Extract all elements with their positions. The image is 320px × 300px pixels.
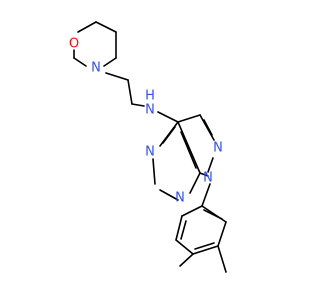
bond <box>181 205 203 217</box>
molecule-structure: O N N H N N N N <box>69 21 227 273</box>
pyrazole-n2-label: N <box>213 141 223 156</box>
bond <box>194 242 215 250</box>
bond <box>162 126 176 144</box>
pyrazole-n1-label: N <box>203 171 213 186</box>
dimethylphenyl-ring <box>175 205 227 273</box>
pyrimidine-n3-label: N <box>145 145 155 160</box>
ethyl-linker <box>105 72 145 107</box>
bond <box>105 72 129 81</box>
bond <box>192 245 219 255</box>
bond <box>177 114 201 123</box>
bond <box>201 183 211 207</box>
bond <box>127 79 133 105</box>
bond <box>77 21 97 33</box>
bond <box>157 111 179 123</box>
bond <box>207 157 214 173</box>
pyrimidine-ring <box>152 121 201 201</box>
pyrimidine-n1-label: N <box>175 191 185 206</box>
bond <box>217 221 227 247</box>
bond <box>95 21 117 33</box>
bond <box>131 103 145 107</box>
bond <box>180 220 187 240</box>
bond <box>103 57 117 67</box>
pyrazole-ring <box>177 114 215 177</box>
amine-hydrogen-label: H <box>145 89 155 104</box>
bond <box>199 114 215 141</box>
morpholine-ring <box>73 21 117 67</box>
bond <box>217 245 227 273</box>
bond <box>189 172 201 194</box>
atom-labels: O N N H N N N N <box>69 37 223 206</box>
bond <box>203 209 223 220</box>
bond <box>152 158 156 185</box>
bond <box>179 253 194 267</box>
bond <box>175 215 183 241</box>
bond <box>199 172 209 177</box>
bond <box>175 239 194 255</box>
bond <box>73 57 87 67</box>
bond <box>180 131 197 169</box>
oxygen-atom-label: O <box>69 37 79 52</box>
bond <box>177 121 201 174</box>
morpholine-nitrogen-label: N <box>91 61 101 76</box>
bond <box>159 189 179 201</box>
bond <box>203 119 213 136</box>
amine-nitrogen-label: N <box>145 103 155 118</box>
